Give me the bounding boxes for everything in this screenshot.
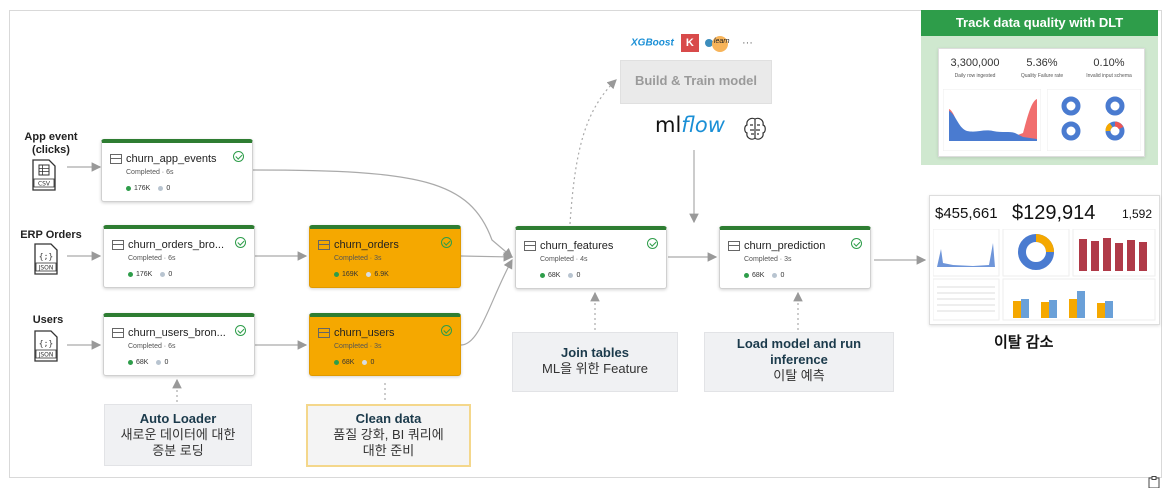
csv-file-icon: CSV <box>32 159 56 191</box>
source-app-event-label: App event(clicks) <box>24 131 78 156</box>
node-status: Completed · 6s <box>128 343 176 350</box>
check-circle-icon <box>441 237 452 248</box>
check-circle-icon <box>235 237 246 248</box>
json-file-icon: {;} JSON <box>34 243 58 275</box>
dashboard-caption: 이탈 감소 <box>994 334 1054 351</box>
svg-text:JSON: JSON <box>38 265 54 272</box>
clipboard-icon[interactable] <box>1147 476 1161 488</box>
xgboost-logo: XGBoost <box>631 37 674 49</box>
svg-text:CSV: CSV <box>38 181 51 188</box>
table-icon <box>524 241 536 251</box>
svg-text:{;}: {;} <box>39 252 53 261</box>
bi-dashboard-preview: $455,661 $129,914 1,592 <box>929 195 1160 325</box>
check-circle-icon <box>233 151 244 162</box>
callout-auto-loader: Auto Loader 새로운 데이터에 대한 증분 로딩 <box>104 404 252 466</box>
quality-donuts <box>1047 89 1141 151</box>
kpi-revenue-1: $455,661 <box>935 205 998 222</box>
table-icon <box>318 240 330 250</box>
ml-libraries: XGBoost K learn ··· <box>631 34 753 52</box>
node-status: Completed · 6s <box>128 255 176 262</box>
node-title: churn_prediction <box>744 240 826 252</box>
dlt-title: Track data quality with DLT <box>921 10 1158 36</box>
edge-features-to-train <box>569 79 617 225</box>
node-title: churn_orders <box>334 239 399 251</box>
node-status: Completed · 3s <box>334 343 382 350</box>
edge-users-to-features <box>460 258 513 346</box>
node-title: churn_features <box>540 240 614 252</box>
json-file-icon: {;} JSON <box>34 330 58 362</box>
kpi-count: 1,592 <box>1122 207 1153 221</box>
source-erp-orders-label: ERP Orders <box>20 229 82 241</box>
table-icon <box>112 328 124 338</box>
table-icon <box>110 154 122 164</box>
sklearn-logo: learn <box>704 34 735 52</box>
keras-logo: K <box>680 34 699 52</box>
kpi-revenue-2: $129,914 <box>1012 202 1096 224</box>
check-circle-icon <box>441 325 452 336</box>
node-title: churn_orders_bro... <box>128 239 224 251</box>
kpi-failure-rate: 5.36%Quality Failure rate <box>1020 57 1064 79</box>
node-title: churn_app_events <box>126 153 217 165</box>
svg-text:JSON: JSON <box>38 352 54 359</box>
node-status: Completed · 3s <box>744 256 792 263</box>
callout-join-tables: Join tables ML을 위한 Feature <box>512 332 678 392</box>
brain-icon <box>744 117 766 140</box>
ingestion-area-chart <box>943 89 1041 151</box>
node-status: Completed · 3s <box>334 255 382 262</box>
node-status: Completed · 4s <box>540 256 588 263</box>
table-icon <box>318 328 330 338</box>
source-users-label: Users <box>32 314 64 326</box>
edge-orders-to-features <box>460 252 514 262</box>
table-icon <box>728 241 740 251</box>
more-libs: ··· <box>741 37 753 49</box>
table-icon <box>112 240 124 250</box>
callout-inference: Load model and run inference 이탈 예측 <box>704 332 894 392</box>
build-train-model-box: Build & Train model <box>620 60 772 104</box>
callout-clean-data: Clean data 품질 강화, BI 쿼리에 대한 준비 <box>306 404 471 467</box>
check-circle-icon <box>235 325 246 336</box>
node-title: churn_users_bron... <box>128 327 226 339</box>
dashboard-charts <box>933 229 1156 321</box>
check-circle-icon <box>647 238 658 249</box>
mlflow-logo: mlflow <box>655 113 725 137</box>
node-title: churn_users <box>334 327 395 339</box>
check-circle-icon <box>851 238 862 249</box>
node-status: Completed · 6s <box>126 169 174 176</box>
svg-text:{;}: {;} <box>39 339 53 348</box>
kpi-invalid-schema: 0.10%Invalid input schema <box>1086 57 1132 79</box>
edge-events-to-features <box>252 169 513 258</box>
